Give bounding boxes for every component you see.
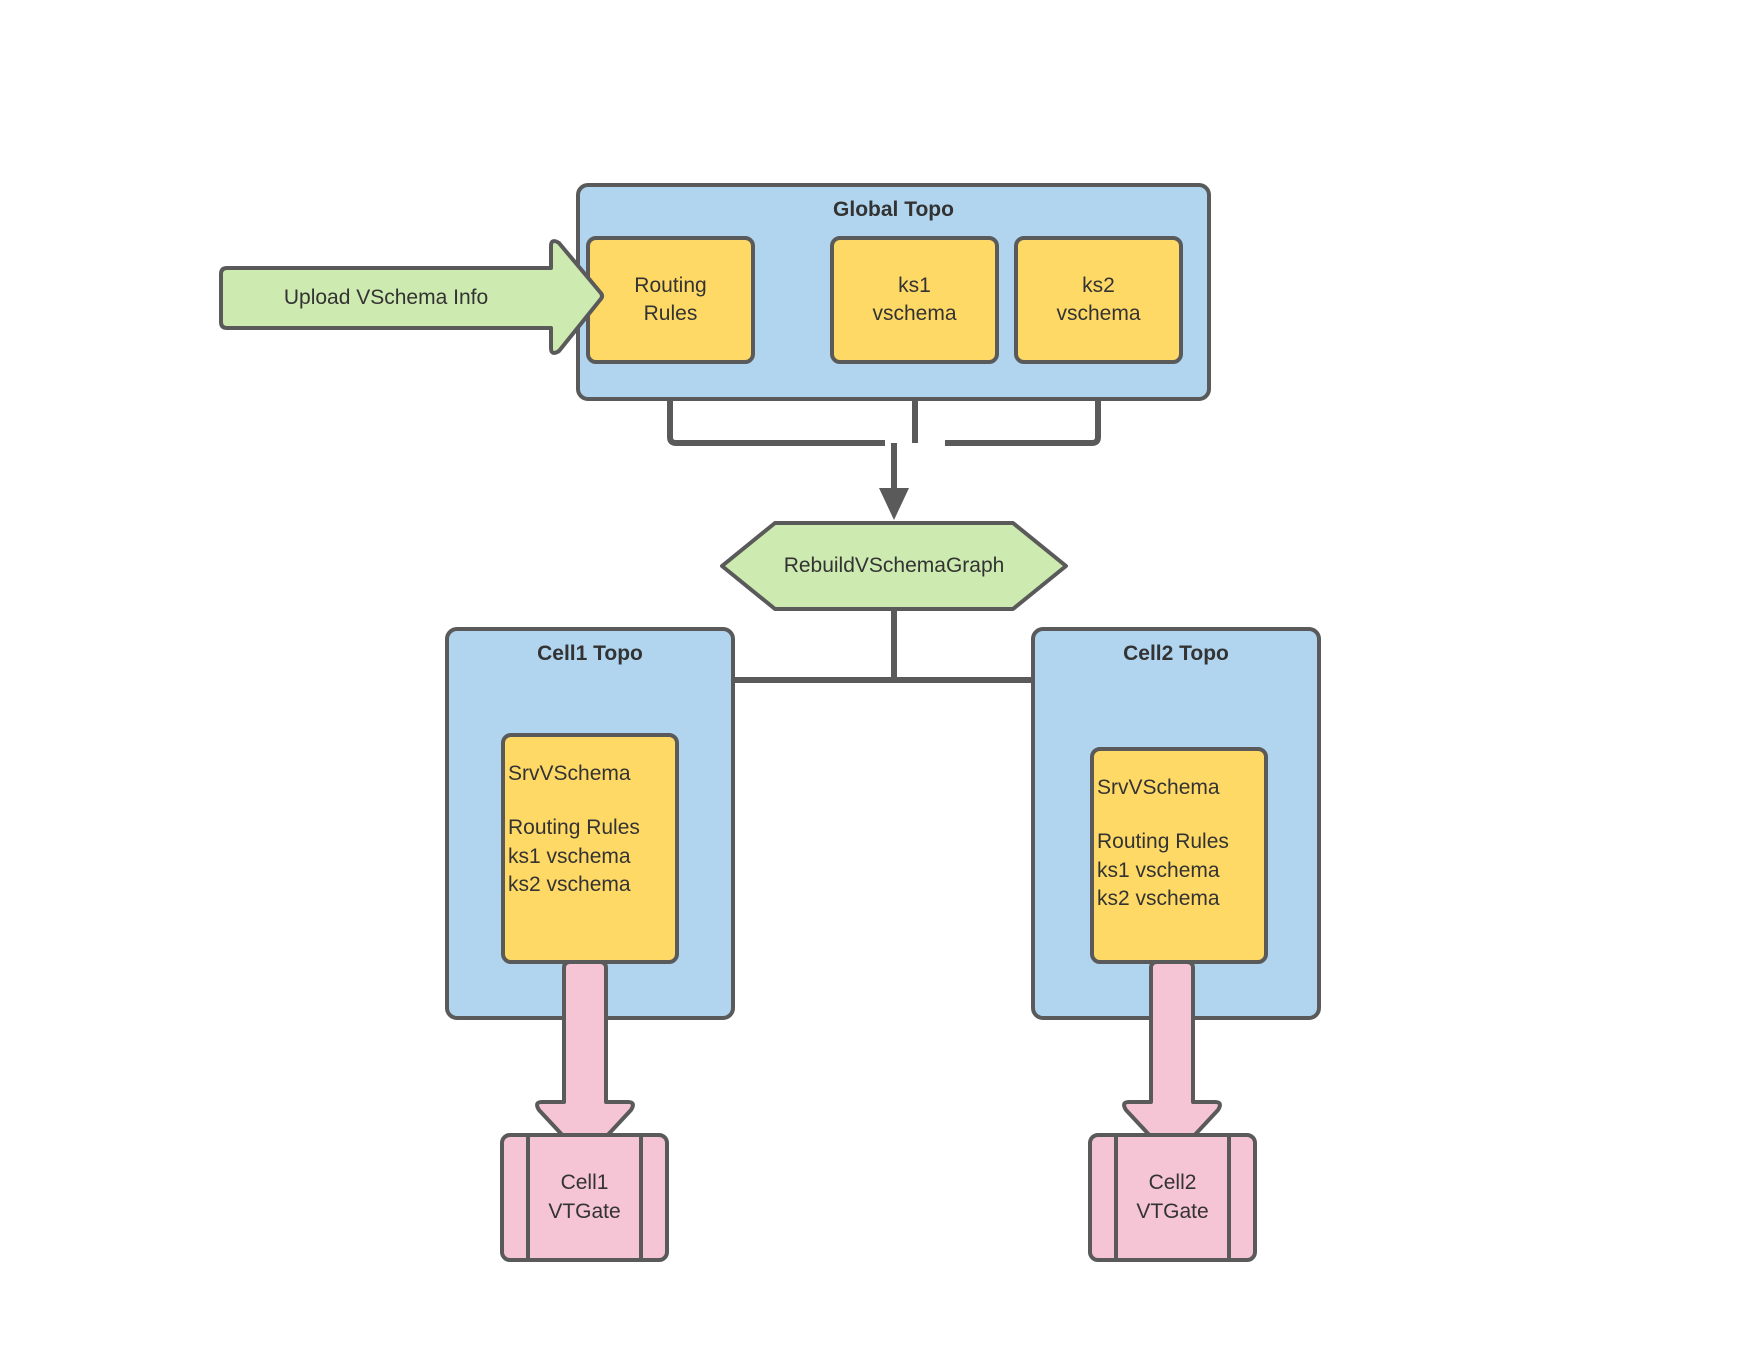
cell2-vtgate-box[interactable] bbox=[1088, 1133, 1257, 1262]
cell2-srv-line-2: ks2 vschema bbox=[1097, 887, 1220, 911]
cell1-srvvschema-text: SrvVSchema Routing Rules ks1 vschema ks2… bbox=[508, 760, 673, 899]
cell2-srv-spacer bbox=[1097, 802, 1262, 828]
rebuild-vschema-graph-hexagon[interactable] bbox=[720, 521, 1068, 611]
cell1-srv-line-1: ks1 vschema bbox=[508, 844, 631, 868]
cell1-srv-heading: SrvVSchema bbox=[508, 762, 631, 785]
upload-vschema-arrow-shape[interactable] bbox=[219, 239, 604, 355]
cell1-srv-spacer bbox=[508, 788, 673, 814]
connector-ks2-vschema bbox=[945, 362, 1101, 446]
routing-rules-box[interactable] bbox=[586, 236, 755, 364]
cell2-srvvschema-text: SrvVSchema Routing Rules ks1 vschema ks2… bbox=[1097, 774, 1262, 913]
cell1-vtgate-box[interactable] bbox=[500, 1133, 669, 1262]
ks1-vschema-box[interactable] bbox=[830, 236, 999, 364]
cell2-srv-line-1: ks1 vschema bbox=[1097, 858, 1220, 882]
cell1-srv-line-0: Routing Rules bbox=[508, 816, 640, 840]
cell2-srv-heading: SrvVSchema bbox=[1097, 776, 1220, 799]
arrowhead-to-process bbox=[879, 488, 909, 520]
connector-routing-rules bbox=[667, 362, 885, 446]
ks2-vschema-box[interactable] bbox=[1014, 236, 1183, 364]
cell1-srv-line-2: ks2 vschema bbox=[508, 873, 631, 897]
cell2-srv-line-0: Routing Rules bbox=[1097, 830, 1229, 854]
